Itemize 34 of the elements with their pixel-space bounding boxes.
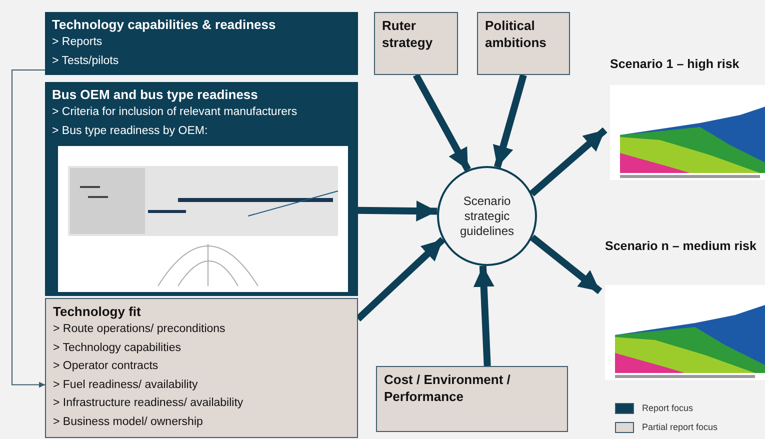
section-box (45, 82, 358, 296)
section-box (45, 12, 358, 75)
chart-heading: Scenario 1 – high risk (610, 56, 740, 73)
box-heading: Ruter strategy (382, 17, 434, 51)
factor-box (376, 366, 568, 432)
box-heading: Cost / Environment / Performance (384, 371, 512, 405)
factor-box (45, 298, 358, 438)
circle-label: Scenario strategic guidelines (458, 194, 516, 238)
block-arrow (529, 127, 608, 196)
block-arrow (492, 74, 527, 168)
bullet-item: > Fuel readiness/ availability (53, 378, 198, 392)
legend-label: Partial report focus (642, 420, 718, 434)
chart-heading: Scenario n – medium risk (605, 238, 756, 255)
block-arrow (473, 266, 494, 366)
bullet-item: > Tests/pilots (52, 54, 119, 68)
bullet-item: > Route operations/ preconditions (53, 322, 226, 337)
box-heading: Technology fit (53, 303, 141, 320)
bullet-item: > Operator contracts (53, 359, 158, 374)
bracket-arrow (12, 69, 46, 388)
bullet-item: > Infrastructure readiness/ availability (53, 396, 244, 411)
bullet-item: > Bus type readiness by OEM: (52, 124, 208, 138)
box-heading: Technology capabilities & readiness (52, 16, 276, 33)
factor-box (477, 12, 570, 75)
block-arrow (412, 73, 472, 172)
bullet-item: > Reports (52, 35, 102, 50)
bullet-item: > Technology capabilities (53, 340, 181, 356)
factor-box (374, 12, 458, 75)
bullet-item: > Business model/ ownership (53, 414, 203, 430)
block-arrow (358, 200, 438, 222)
box-heading: Political ambitions (485, 17, 548, 51)
block-arrow (530, 234, 602, 294)
box-heading: Bus OEM and bus type readiness (52, 86, 258, 103)
legend-label: Report focus (642, 402, 694, 415)
bullet-item: > Criteria for inclusion of relevant manufacturers (52, 105, 298, 120)
